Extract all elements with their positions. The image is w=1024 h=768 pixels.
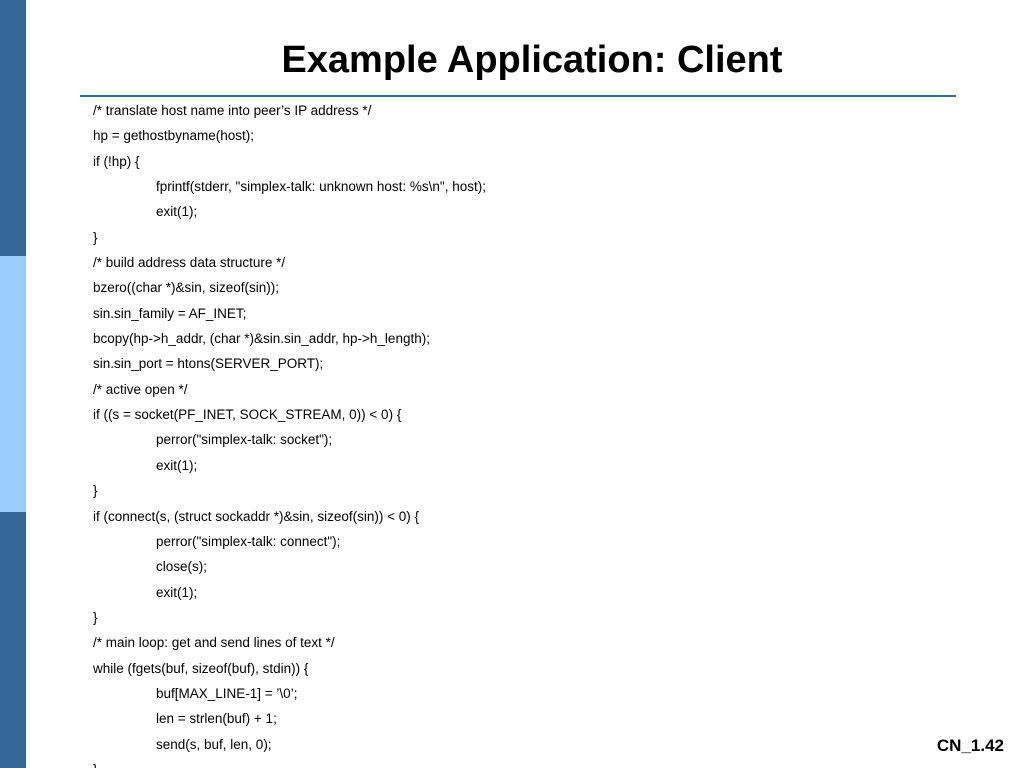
slide-title: Example Application: Client [281,39,783,81]
code-line: hp = gethostbyname(host); [93,128,254,144]
code-line: bzero((char *)&sin, sizeof(sin)); [93,280,280,296]
code-line: if (connect(s, (struct sockaddr *)&sin, … [93,508,419,524]
code-line: while (fgets(buf, sizeof(buf), stdin)) { [93,660,309,676]
code-line: bcopy(hp->h_addr, (char *)&sin.sin_addr,… [93,331,430,347]
code-line: /* translate host name into peer’s IP ad… [93,103,372,118]
code-line: len = strlen(buf) + 1; [156,711,277,727]
code-line: send(s, buf, len, 0); [156,736,272,752]
code-line: if ((s = socket(PF_INET, SOCK_STREAM, 0)… [93,407,402,423]
sidebar-segment-top [0,0,26,256]
code-line: sin.sin_port = htons(SERVER_PORT); [93,356,324,372]
code-line: } [93,609,98,625]
code-line: } [93,483,98,499]
code-line: /* build address data structure */ [93,255,286,271]
code-line: buf[MAX_LINE-1] = ’\0’; [156,685,298,701]
code-line: exit(1); [156,204,198,220]
code-line: exit(1); [156,457,198,473]
code-line: perror("simplex-talk: connect"); [156,533,341,549]
code-line: /* active open */ [93,381,188,397]
code-line: if (!hp) { [93,153,140,169]
code-line: /* main loop: get and send lines of text… [93,635,335,651]
code-line: close(s); [156,559,208,575]
code-listing: /* translate host name into peer’s IP ad… [93,98,953,768]
sidebar-decoration [0,0,26,768]
sidebar-segment-middle [0,256,26,512]
title-divider [80,95,956,97]
code-line: } [93,757,953,768]
slide-number: CN_1.42 [936,736,1004,755]
code-line: } [93,229,98,245]
code-line: exit(1); [156,584,198,600]
code-line: fprintf(stderr, "simplex-talk: unknown h… [156,179,486,195]
sidebar-segment-bottom [0,512,26,768]
code-line: sin.sin_family = AF_INET; [93,305,247,321]
code-line: perror("simplex-talk: socket"); [156,432,333,448]
